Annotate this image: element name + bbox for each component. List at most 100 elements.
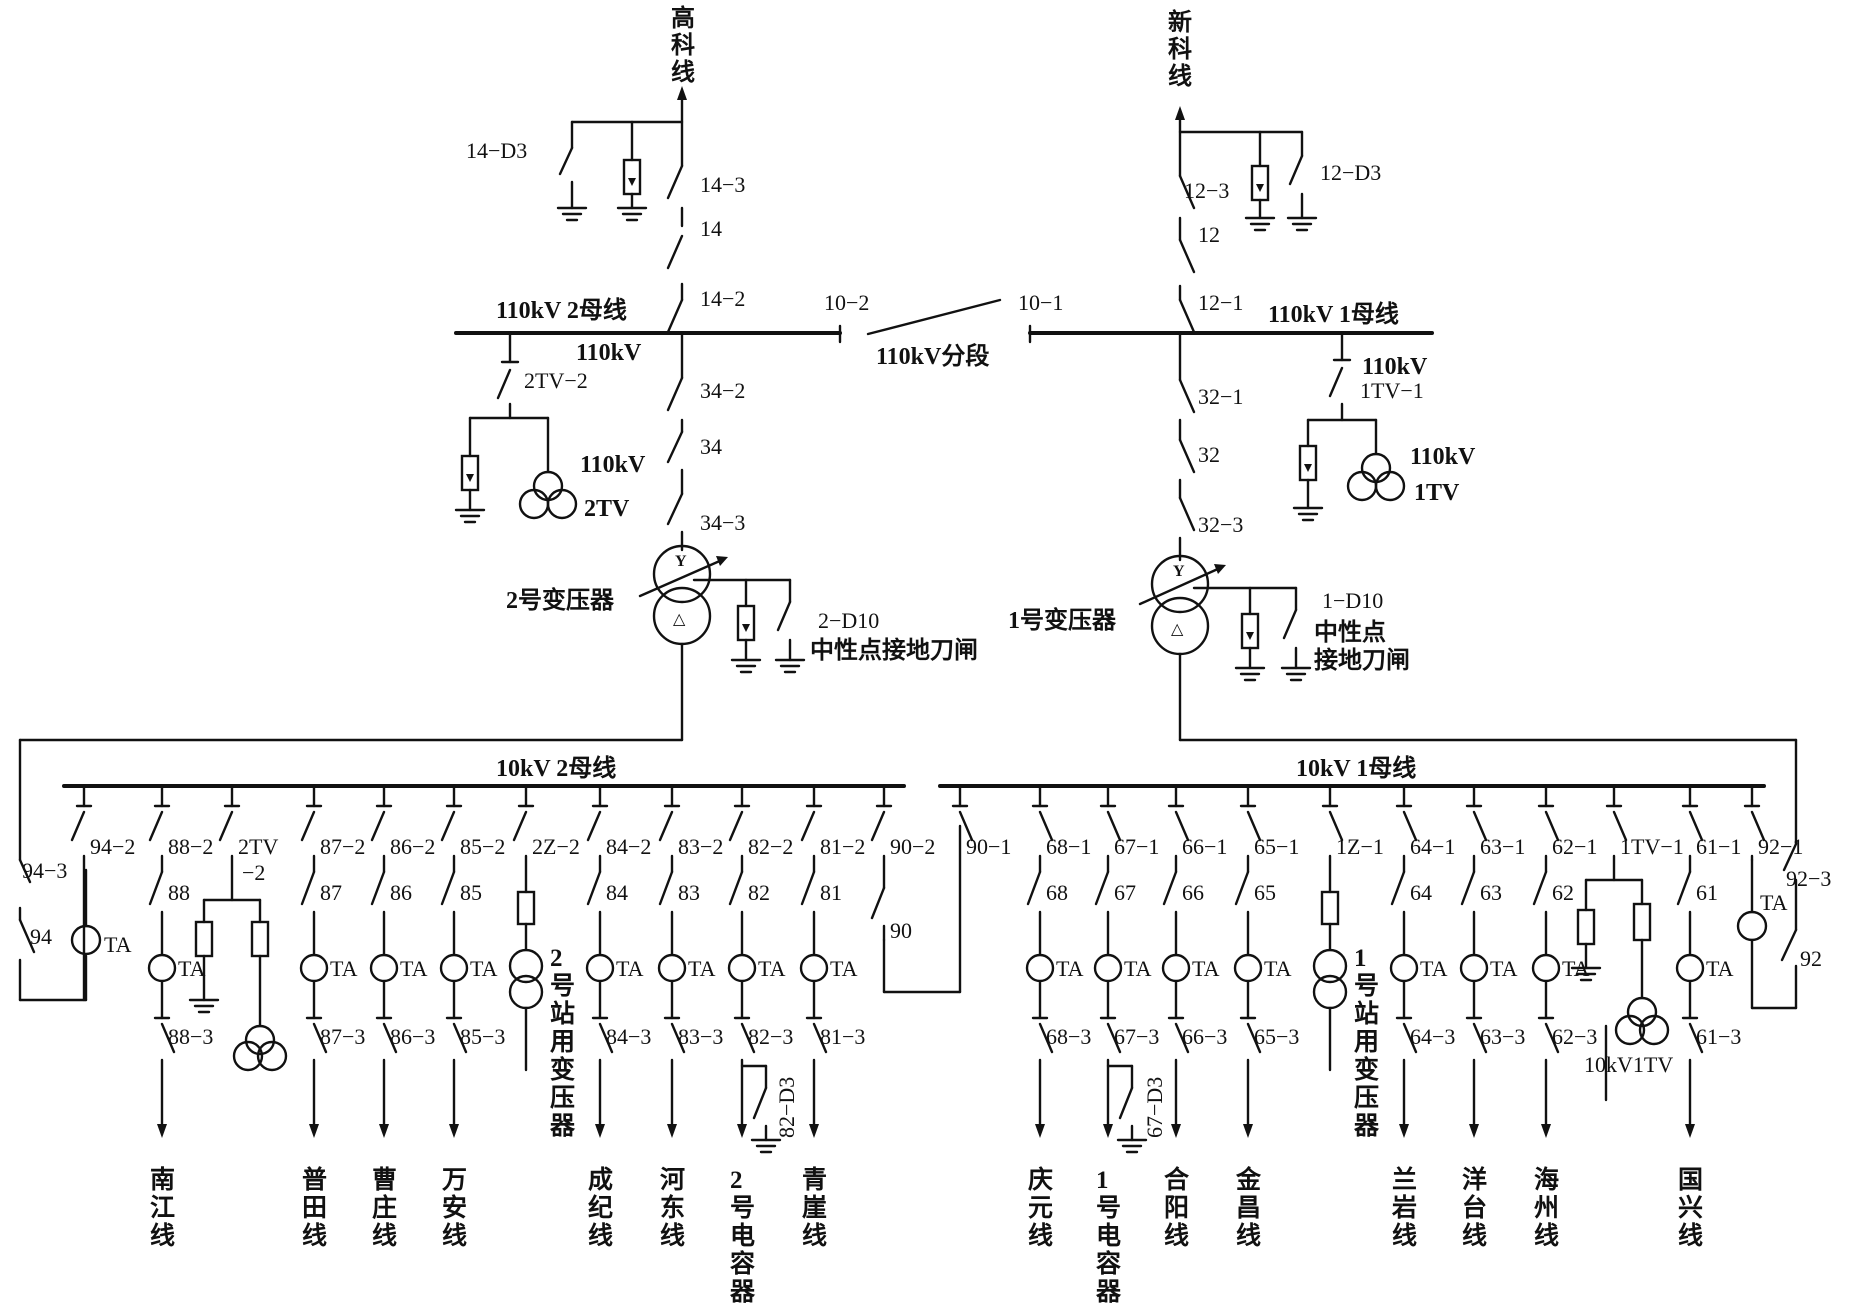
feeder-bay: 92−1	[1743, 784, 1803, 862]
label-2tv-voltage: 110kV	[576, 340, 642, 366]
feeder-name-char: 田	[302, 1195, 327, 1222]
station-transformer-name-char: 器	[549, 1113, 576, 1140]
ta-61-icon	[1675, 953, 1705, 983]
gaoke-char-2: 科	[671, 32, 695, 59]
station-transformer-name-char: 号	[1354, 972, 1379, 1000]
feeder-name-char: 线	[1236, 1221, 1261, 1250]
tv2-bay	[454, 331, 578, 524]
feeder-name-char: 纪	[588, 1193, 613, 1222]
ta-66-icon	[1161, 953, 1191, 983]
label-34-3: 34−3	[700, 510, 745, 535]
label-92: 92	[1800, 946, 1822, 971]
station-transformer-name-char: 变	[550, 1055, 575, 1084]
station-transformer-name-char: 站	[1354, 1000, 1379, 1028]
label-32: 32	[1198, 442, 1220, 467]
arrester-1tv-icon	[1298, 444, 1318, 482]
gaoke-line-title: 高 科 线	[671, 4, 695, 86]
label-1-d10: 1−D10	[1322, 588, 1383, 613]
feeder-bay: 90−290	[870, 784, 935, 943]
bus-110kv-2-label: 110kV 2母线	[496, 297, 627, 324]
feeder-name-char: 线	[1164, 1221, 1189, 1250]
label-ta-84: TA	[616, 956, 644, 981]
label-32-1: 32−1	[1198, 384, 1243, 409]
feeder-name-char: 安	[442, 1193, 467, 1222]
incomer-94	[18, 858, 102, 1002]
feeder-bay: 2TV−2	[188, 784, 288, 1072]
gaoke-bay	[556, 86, 687, 334]
label-ta-85: TA	[470, 956, 498, 981]
feeder-name-char: 电	[730, 1222, 755, 1250]
pt-10kv-1tv-icon	[1626, 996, 1658, 1028]
ta-63-icon	[1459, 953, 1489, 983]
bus-110kv-1-label: 110kV 1母线	[1268, 301, 1399, 328]
feeder-name-char: 昌	[1236, 1195, 1261, 1222]
label-2tv: 2TV	[584, 496, 630, 522]
section-label: 110kV分段	[876, 342, 989, 370]
feeder-name: 兰岩线	[1391, 1165, 1417, 1250]
label-82-d3: 82−D3	[774, 1077, 799, 1138]
label-82−3: 82−3	[748, 1024, 793, 1049]
label-ta-68: TA	[1056, 956, 1084, 981]
label-84−2: 84−2	[606, 834, 651, 859]
label-breaker-68: 68	[1046, 880, 1068, 905]
feeder-name-char: 1	[1096, 1167, 1109, 1194]
label-2Z−2: 2Z−2	[532, 834, 580, 859]
label-breaker-86: 86	[390, 880, 412, 905]
label-64−3: 64−3	[1410, 1024, 1455, 1049]
bus-tie-90	[882, 824, 962, 994]
label-12: 12	[1198, 222, 1220, 247]
feeder-name-char: 2	[730, 1167, 743, 1194]
gaoke-arrowhead	[677, 86, 687, 100]
feeder-name-char: 江	[150, 1194, 175, 1222]
label-92-3: 92−3	[1786, 866, 1831, 891]
label-65−1: 65−1	[1254, 834, 1299, 859]
feeder-name-char: 线	[1678, 1221, 1703, 1250]
label-67−1: 67−1	[1114, 834, 1159, 859]
station-transformer-name-char: 2	[550, 945, 563, 972]
label-1tv: 1TV	[1414, 480, 1460, 506]
label-32-3: 32−3	[1198, 512, 1243, 537]
label-1TV−1: 1TV−1	[1620, 834, 1684, 859]
label-transformer-2: 2号变压器	[506, 586, 615, 614]
label-81−3: 81−3	[820, 1024, 865, 1049]
label-2tv-voltage-b: 110kV	[580, 452, 646, 478]
feeder-name: 曹庄线	[372, 1166, 397, 1250]
label-61−3: 61−3	[1696, 1024, 1741, 1049]
label-breaker-63: 63	[1480, 880, 1502, 905]
feeder-name-char: 国	[1678, 1167, 1703, 1194]
arrester-t1-neutral-icon	[1240, 612, 1260, 650]
label-94: 94	[30, 924, 52, 949]
feeder-name-char: 金	[1235, 1165, 1262, 1194]
label-87−2: 87−2	[320, 834, 365, 859]
feeder-name-char: 庄	[372, 1193, 397, 1222]
feeder-name-char: 容	[1096, 1249, 1121, 1278]
ta-67-icon	[1093, 953, 1123, 983]
label-breaker-90: 90	[890, 918, 912, 943]
label-2TV: 2TV	[238, 834, 278, 859]
feeder-name-char: 州	[1534, 1194, 1559, 1222]
feeder-name: 合阳线	[1164, 1165, 1190, 1250]
xinke-char-3: 线	[1168, 63, 1192, 90]
label-90−1: 90−1	[966, 834, 1011, 859]
label-61−1: 61−1	[1696, 834, 1741, 859]
label-ta-88: TA	[178, 956, 206, 981]
station-transformer-name-char: 用	[1354, 1029, 1379, 1056]
label-ta-83: TA	[688, 956, 716, 981]
label-62−3: 62−3	[1552, 1024, 1597, 1049]
label-34-2: 34−2	[700, 378, 745, 403]
ta-84-icon	[585, 953, 615, 983]
label-ta-94: TA	[104, 932, 132, 957]
label-breaker-84: 84	[606, 880, 628, 905]
